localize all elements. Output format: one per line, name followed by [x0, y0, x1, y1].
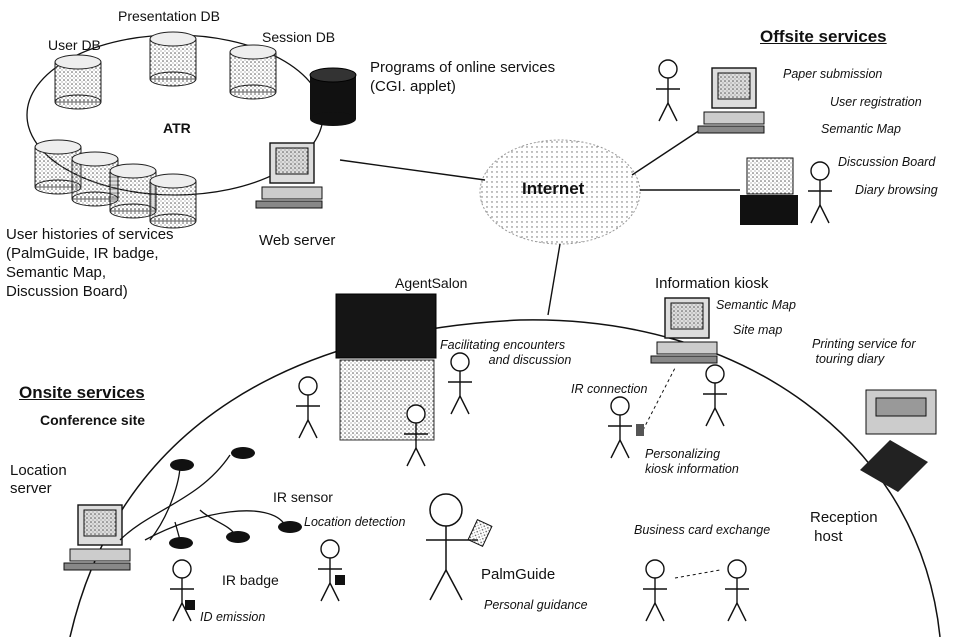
session-db-label: Session DB [262, 29, 336, 45]
offsite-pc-icon [697, 67, 765, 134]
person-icon [169, 559, 195, 622]
reception-laptop-icon [860, 440, 928, 492]
ir-sensor-network [119, 454, 286, 541]
location-server-icon [63, 504, 131, 571]
onsite-services-title: Onsite services [19, 383, 145, 402]
ir-sensor-label: IR sensor [273, 489, 333, 505]
facilitating-label: Facilitating encounters and discussion [440, 338, 572, 367]
presentation-db-label: Presentation DB [118, 8, 220, 24]
agentsalon-display-icon [335, 293, 437, 441]
user-db-label: User DB [48, 37, 101, 53]
conference-site-label: Conference site [40, 412, 146, 428]
palmguide-person-icon [426, 493, 493, 601]
printing-service-label: Printing service for touring diary [812, 337, 916, 366]
site-map-label: Site map [733, 323, 783, 337]
person-icon [295, 376, 321, 439]
personalizing-label: Personalizing kiosk information [645, 447, 739, 476]
printer-icon [865, 389, 937, 435]
personal-guidance-label: Personal guidance [484, 598, 588, 612]
history-db-icon [109, 163, 157, 219]
paper-submission-label: Paper submission [783, 67, 883, 81]
presentation-db-icon [149, 31, 197, 87]
ir-sensor-icon [226, 531, 250, 543]
web-server-icon [255, 142, 323, 209]
ir-sensor-icon [231, 447, 255, 459]
discussion-board-label: Discussion Board [838, 155, 936, 169]
kiosk-icon [650, 297, 718, 364]
ir-sensor-icon [278, 521, 302, 533]
atr-label: ATR [163, 120, 191, 136]
person-icon [607, 396, 633, 459]
internet-label: Internet [522, 179, 585, 198]
ir-badge-label: IR badge [222, 572, 279, 588]
ir-sensor-icon [169, 537, 193, 549]
information-kiosk-label: Information kiosk [655, 275, 769, 292]
person-icon [724, 559, 750, 622]
diary-browsing-label: Diary browsing [855, 183, 938, 197]
user-registration-label: User registration [830, 95, 922, 109]
location-server-label: Location server [10, 462, 67, 497]
programs-cylinder-icon [309, 67, 357, 126]
offsite-services-title: Offsite services [760, 27, 887, 46]
web-server-label: Web server [259, 232, 336, 249]
person-icon [642, 559, 668, 622]
programs-label: Programs of online services (CGI. applet… [370, 59, 556, 95]
palmguide-label: PalmGuide [481, 566, 556, 583]
person-icon [702, 364, 728, 427]
person-icon [317, 539, 343, 602]
id-emission-label: ID emission [200, 610, 266, 624]
ir-sensor-icon [170, 459, 194, 471]
person-icon [655, 59, 681, 122]
user-histories-label: User histories of services (PalmGuide, I… [6, 226, 174, 300]
semantic-map-kiosk-label: Semantic Map [716, 298, 796, 312]
ir-connection-label: IR connection [571, 382, 648, 396]
semantic-map-offsite-label: Semantic Map [821, 122, 901, 136]
location-detection-label: Location detection [304, 515, 406, 529]
agentsalon-label: AgentSalon [395, 275, 468, 291]
user-db-icon [54, 54, 102, 110]
laptop-icon [740, 157, 798, 225]
reception-host-label: Reception host [810, 509, 878, 545]
session-db-icon [229, 44, 277, 100]
business-card-label: Business card exchange [634, 523, 771, 537]
person-icon [807, 161, 833, 224]
history-db-icon [149, 173, 197, 229]
